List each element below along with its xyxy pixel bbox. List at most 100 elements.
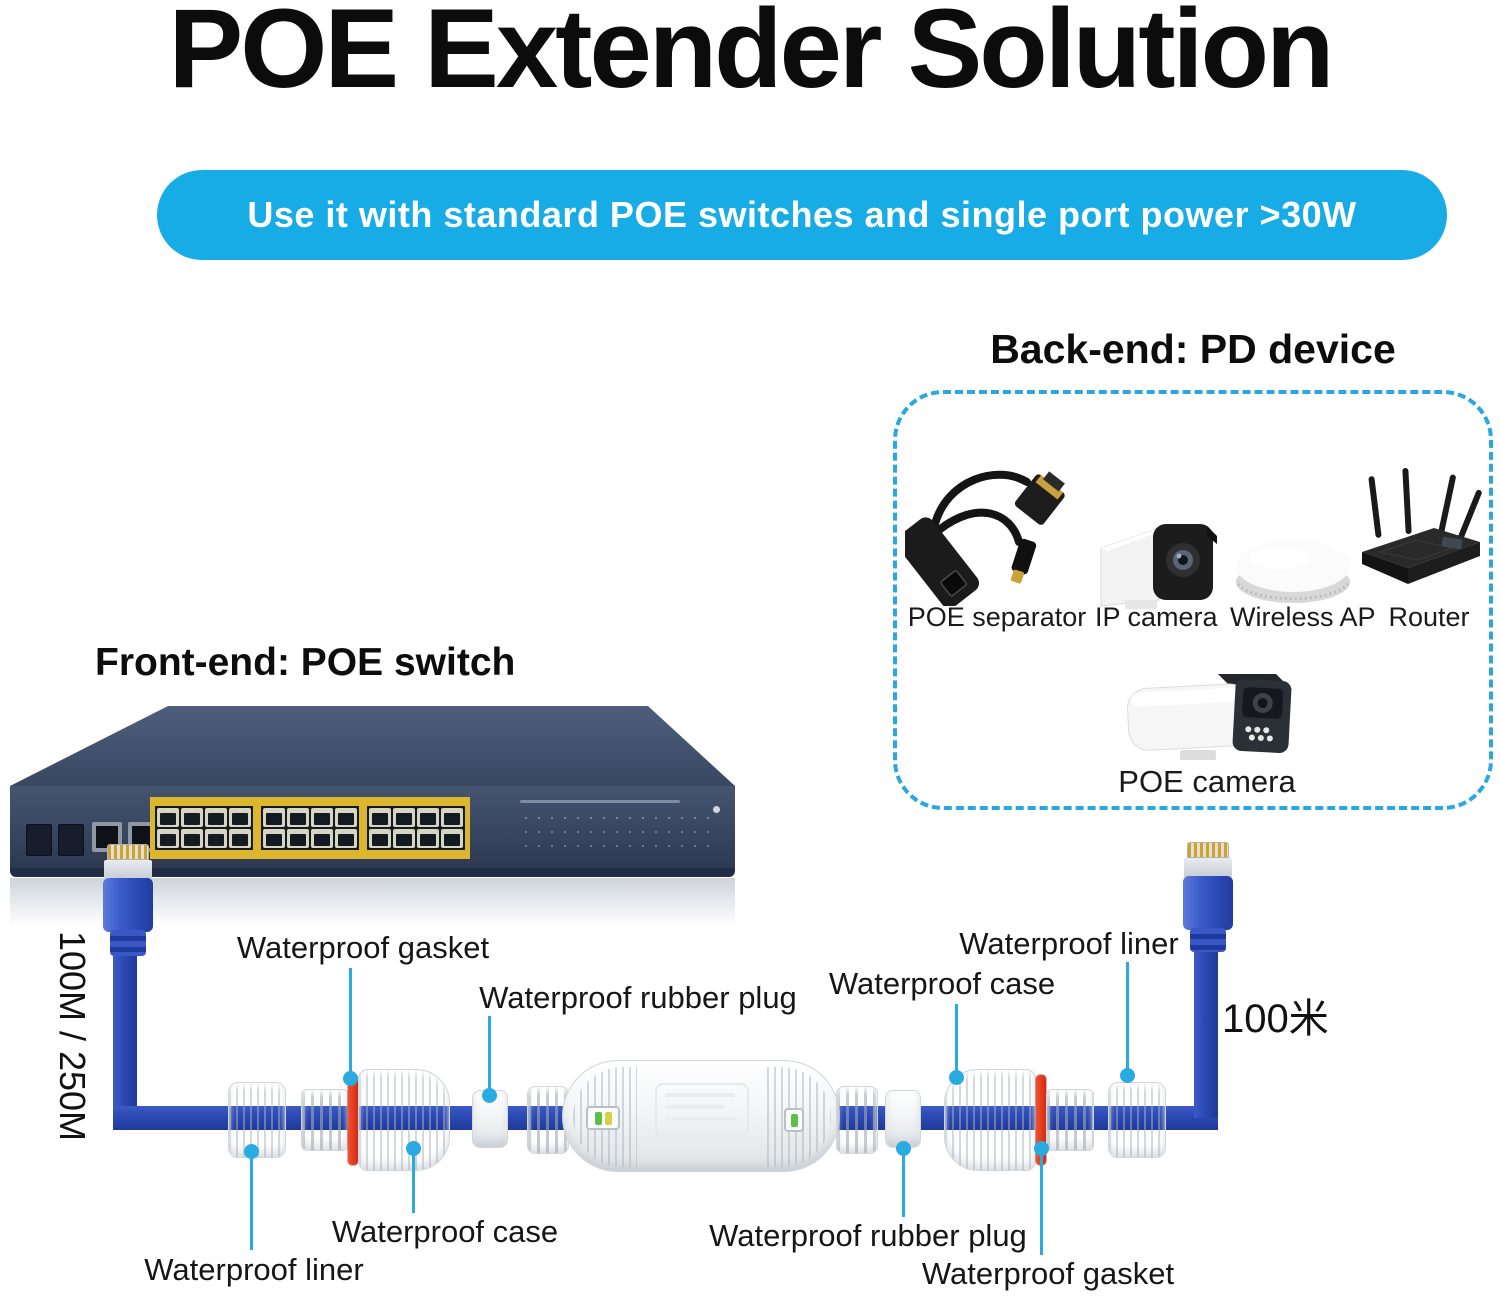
rj45-port — [287, 808, 309, 827]
rj45-plug-latch-icon — [104, 860, 152, 880]
rj45-plug-boot-icon — [110, 930, 146, 956]
rj45-port — [335, 829, 357, 848]
leader-dot — [343, 1071, 358, 1086]
callout-plug-top-left: Waterproof rubber plug — [479, 980, 797, 1015]
label-ip-camera: IP camera — [1095, 602, 1218, 632]
waterproof-case-left-body — [358, 1069, 450, 1171]
leader-line — [412, 1153, 415, 1213]
label-wireless-ap: Wireless AP — [1230, 602, 1376, 632]
extender-led-window-right — [784, 1108, 804, 1132]
rj45-port — [369, 829, 391, 848]
callout-gasket-bottom-right: Waterproof gasket — [921, 1256, 1175, 1291]
leader-line — [1040, 1153, 1043, 1255]
waterproof-liner-left — [228, 1082, 286, 1158]
port-group — [155, 806, 253, 850]
rj45-port — [311, 808, 333, 827]
rj45-port-strip — [150, 797, 470, 859]
extender-label-panel — [655, 1083, 749, 1137]
rj45-port — [157, 829, 179, 848]
switch-led-panel — [520, 800, 710, 854]
banner-pill: Use it with standard POE switches and si… — [157, 170, 1447, 260]
callout-case-top-right: Waterproof case — [828, 966, 1056, 1001]
rj45-port — [181, 808, 203, 827]
leader-line — [488, 1016, 491, 1092]
leader-dot — [406, 1141, 421, 1156]
rj45-port — [157, 808, 179, 827]
pd-device-dashed-box — [893, 390, 1493, 810]
rj45-port — [335, 808, 357, 827]
leader-line — [955, 1004, 958, 1074]
switch-chassis-base — [10, 868, 735, 877]
waterproof-rubber-plug-right — [885, 1090, 921, 1148]
rj45-plug-body-icon — [1183, 876, 1233, 930]
rj45-port — [287, 829, 309, 848]
green-led-icon — [790, 1113, 798, 1127]
rj45-port — [369, 808, 391, 827]
rj45-port — [393, 829, 415, 848]
rj45-port — [263, 808, 285, 827]
rj45-port — [417, 808, 439, 827]
rj45-port — [229, 829, 251, 848]
rj45-port — [229, 808, 251, 827]
ethernet-cable-right-vertical — [1194, 948, 1218, 1118]
rj45-port — [441, 829, 463, 848]
leader-dot — [1120, 1068, 1135, 1083]
port-group — [367, 806, 465, 850]
poe-camera-icon — [1127, 674, 1292, 760]
rj45-plug-latch-icon — [1184, 858, 1232, 878]
callout-liner-top-right: Waterproof liner — [959, 926, 1179, 961]
label-poe-camera: POE camera — [1118, 764, 1296, 799]
extender-led-window-left — [586, 1106, 620, 1130]
callout-plug-bottom-right: Waterproof rubber plug — [709, 1218, 1027, 1253]
rj45-port — [263, 829, 285, 848]
leader-line — [349, 968, 352, 1074]
ethernet-cable-left-vertical — [113, 948, 137, 1120]
cable-length-left: 100M / 250M — [52, 930, 93, 1142]
rj45-plug-body-icon — [103, 878, 153, 932]
port-group — [261, 806, 359, 850]
callout-gasket-top-left: Waterproof gasket — [236, 930, 490, 965]
leader-line — [1126, 962, 1129, 1072]
banner-text: Use it with standard POE switches and si… — [247, 194, 1357, 235]
sfp-port-icon — [26, 824, 52, 856]
label-poe-separator: POE separator — [907, 602, 1087, 632]
page-title: POE Extender Solution — [168, 0, 1335, 111]
waterproof-case-right-neck — [1046, 1089, 1094, 1151]
leader-line — [250, 1156, 253, 1250]
switch-power-led — [713, 806, 720, 813]
rj45-plug-boot-icon — [1190, 928, 1226, 952]
rj45-port — [181, 829, 203, 848]
leader-dot — [896, 1141, 911, 1156]
callout-case-bottom-left: Waterproof case — [331, 1214, 559, 1249]
frontend-heading: Front-end: POE switch — [95, 641, 516, 684]
sfp-port-icon — [58, 824, 84, 856]
router-icon — [1362, 468, 1482, 584]
waterproof-liner-right — [1108, 1082, 1166, 1158]
poe-separator-icon — [905, 470, 1065, 606]
rj45-port — [417, 829, 439, 848]
wireless-ap-icon — [1236, 540, 1350, 603]
green-led-icon — [594, 1111, 602, 1125]
poe-switch-top-face — [10, 706, 735, 786]
backend-heading: Back-end: PD device — [990, 326, 1396, 372]
leader-dot — [1034, 1141, 1049, 1156]
rj45-port — [393, 808, 415, 827]
rj45-port — [441, 808, 463, 827]
rj45-plug-pins-icon — [107, 844, 149, 860]
rj45-port — [311, 829, 333, 848]
waterproof-gasket-left — [348, 1075, 358, 1165]
callout-liner-bottom-left: Waterproof liner — [144, 1252, 364, 1287]
waterproof-case-right-body — [944, 1069, 1036, 1171]
yellow-led-icon — [604, 1111, 612, 1125]
extender-right-stub — [836, 1086, 878, 1154]
waterproof-gasket-right — [1036, 1075, 1046, 1165]
waterproof-case-left-neck — [301, 1089, 349, 1151]
rj45-plug-pins-icon — [1187, 842, 1229, 858]
leader-line — [902, 1153, 905, 1217]
ip-camera-icon — [1100, 524, 1217, 609]
rj45-port — [205, 829, 227, 848]
cable-length-right: 100米 — [1222, 997, 1329, 1041]
leader-dot — [244, 1144, 259, 1159]
leader-dot — [949, 1070, 964, 1085]
